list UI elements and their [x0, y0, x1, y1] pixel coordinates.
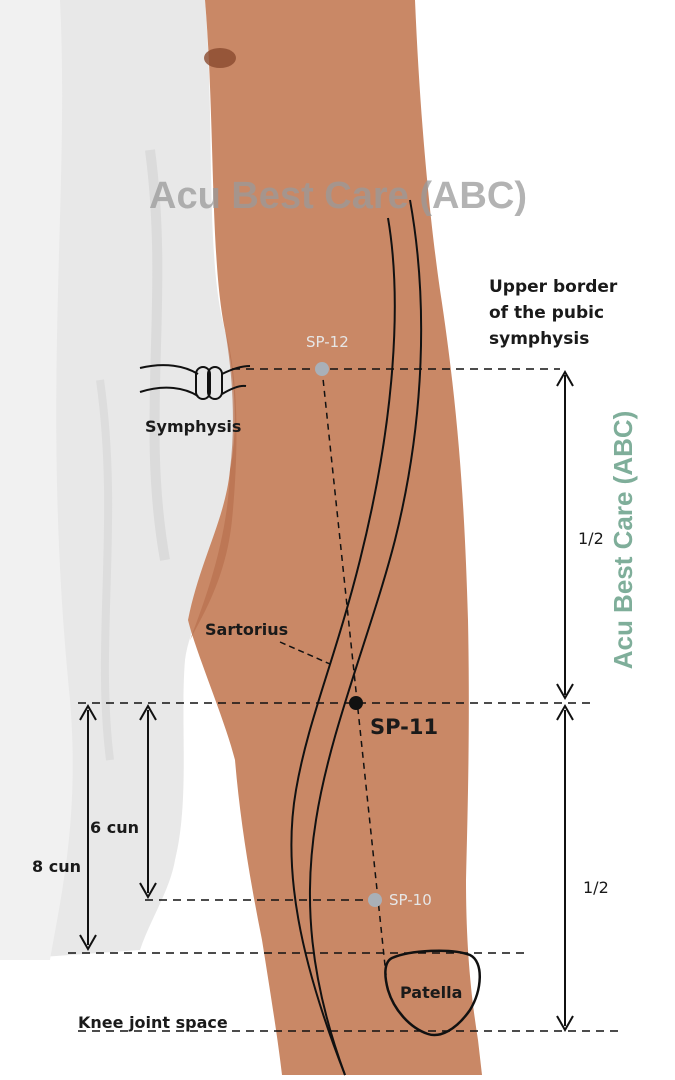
sartorius-lateral-edge	[308, 199, 423, 1076]
acupoint-sp12	[315, 362, 329, 376]
label-sartorius: Sartorius	[205, 620, 288, 639]
label-six-cun: 6 cun	[90, 818, 139, 837]
sartorius-leader	[279, 641, 331, 665]
label-upper-border-line3: symphysis	[489, 329, 589, 349]
drape-fold-1	[0, 0, 73, 960]
watermark-vertical: Acu Best Care (ABC)	[608, 411, 638, 670]
label-sp12: SP-12	[306, 333, 349, 351]
label-sp10: SP-10	[389, 891, 432, 909]
drape-fold-3	[96, 379, 114, 761]
label-half-lower: 1/2	[583, 878, 609, 897]
patella-outline	[384, 949, 481, 1037]
navel	[204, 48, 236, 68]
label-patella: Patella	[400, 983, 462, 1002]
symphysis-glyph	[139, 364, 251, 400]
label-half-upper: 1/2	[578, 529, 604, 548]
label-upper-border-line1: Upper border	[489, 277, 618, 297]
arrow-half-lower	[556, 703, 574, 1033]
leg-skin	[188, 0, 482, 1075]
leg-shadow	[190, 330, 237, 640]
label-symphysis: Symphysis	[145, 417, 241, 436]
acupoint-sp11	[349, 696, 363, 710]
drape-fold-2	[145, 149, 170, 561]
label-sp11: SP-11	[370, 715, 438, 739]
arrow-eight-cun	[79, 703, 97, 952]
arrow-half-upper	[556, 369, 574, 701]
label-eight-cun: 8 cun	[32, 857, 81, 876]
arrow-six-cun	[139, 703, 157, 900]
meridian-dashed-line	[321, 368, 387, 976]
label-upper-border-line2: of the pubic	[489, 303, 604, 323]
sartorius-medial-edge	[290, 217, 396, 1076]
label-knee-joint: Knee joint space	[78, 1013, 228, 1032]
watermark-horizontal: Acu Best Care (ABC)	[149, 175, 527, 217]
acupoint-sp10	[368, 893, 382, 907]
